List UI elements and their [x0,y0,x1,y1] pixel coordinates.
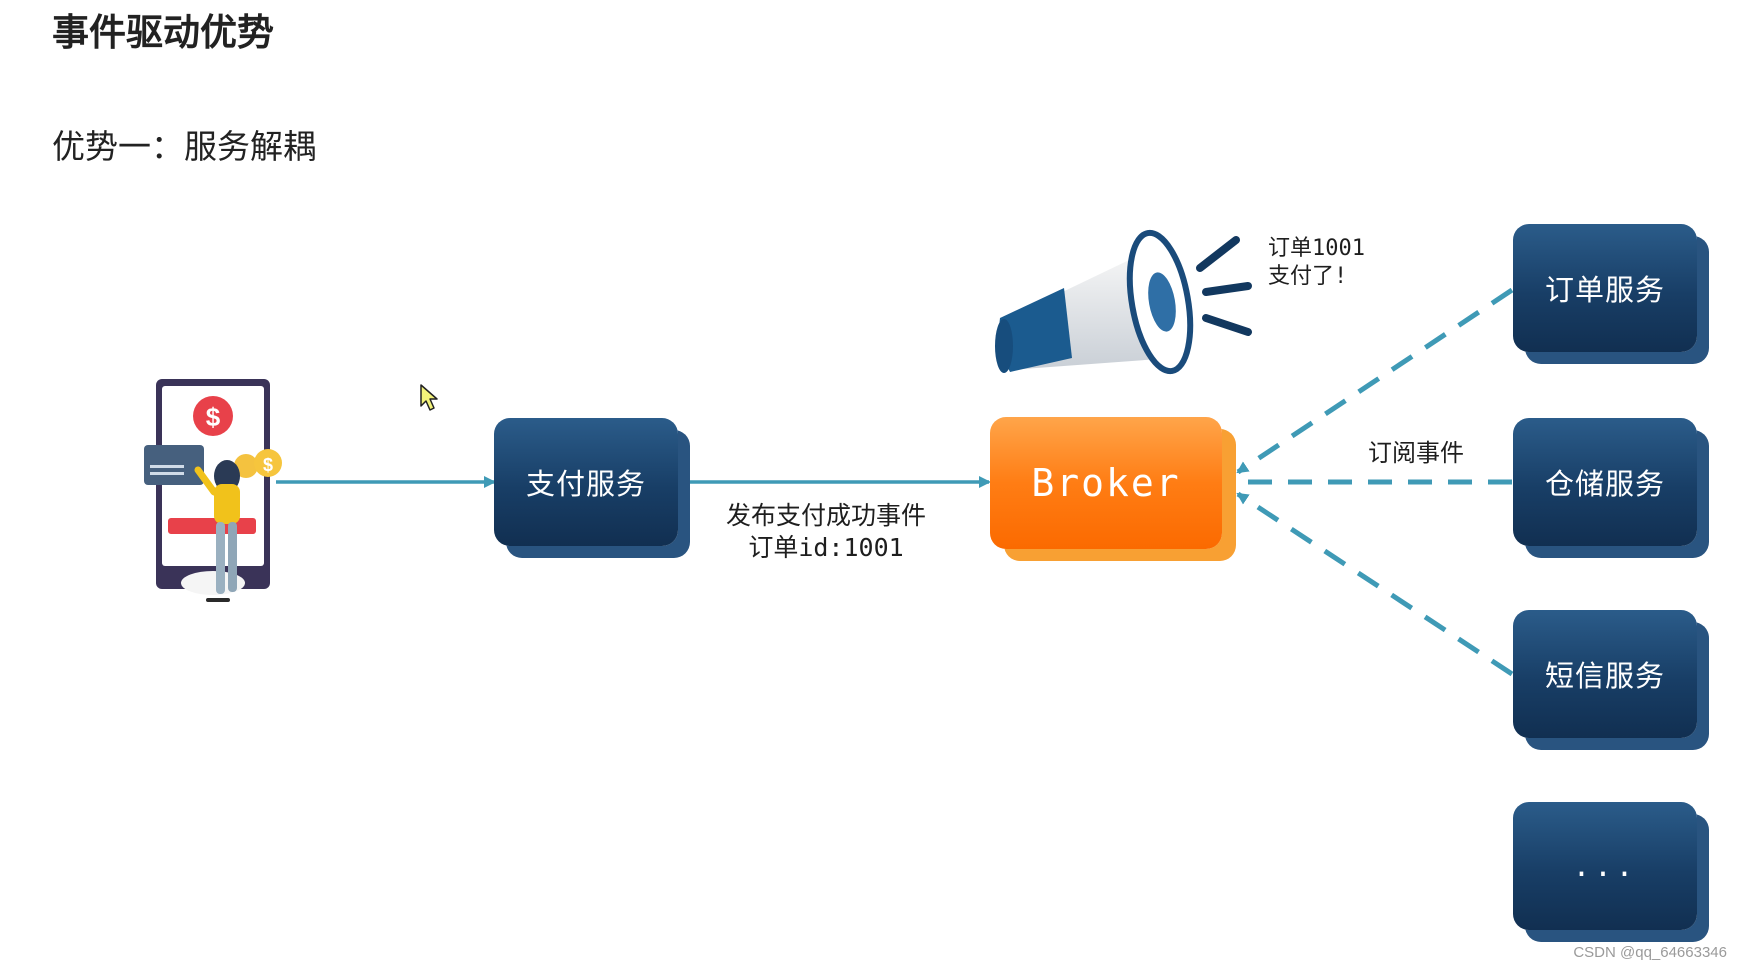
announcement-label: 订单1001 支付了! [1268,235,1365,291]
watermark: CSDN @qq_64663346 [1573,944,1727,961]
phone-payment-illustration: $ $ [144,379,282,602]
storage-service-node[interactable]: 仓储服务 [1513,418,1697,546]
announcement-line2: 支付了! [1268,264,1348,289]
svg-text:$: $ [263,455,273,475]
announcement-line1: 订单1001 [1268,236,1365,261]
order-service-node[interactable]: 订单服务 [1513,224,1697,352]
svg-text:$: $ [206,402,221,432]
cursor-icon [420,384,438,411]
page-subtitle: 优势一：服务解耦 [52,127,316,166]
subscribe-event-label: 订阅事件 [1368,439,1464,467]
order-subscribe-arrow [1236,287,1514,475]
sms-service-node[interactable]: 短信服务 [1513,610,1697,738]
more-services-node[interactable]: ... [1513,802,1697,930]
pay-service-node[interactable]: 支付服务 [494,418,678,546]
publish-event-line1: 发布支付成功事件 [725,501,926,530]
publish-event-line2: 订单id:1001 [748,533,904,562]
sms-subscribe-arrow [1236,491,1514,677]
publish-event-label: 发布支付成功事件 订单id:1001 [716,500,936,564]
page-title: 事件驱动优势 [52,11,274,54]
megaphone-icon [995,229,1252,375]
broker-node[interactable]: Broker [990,417,1222,549]
